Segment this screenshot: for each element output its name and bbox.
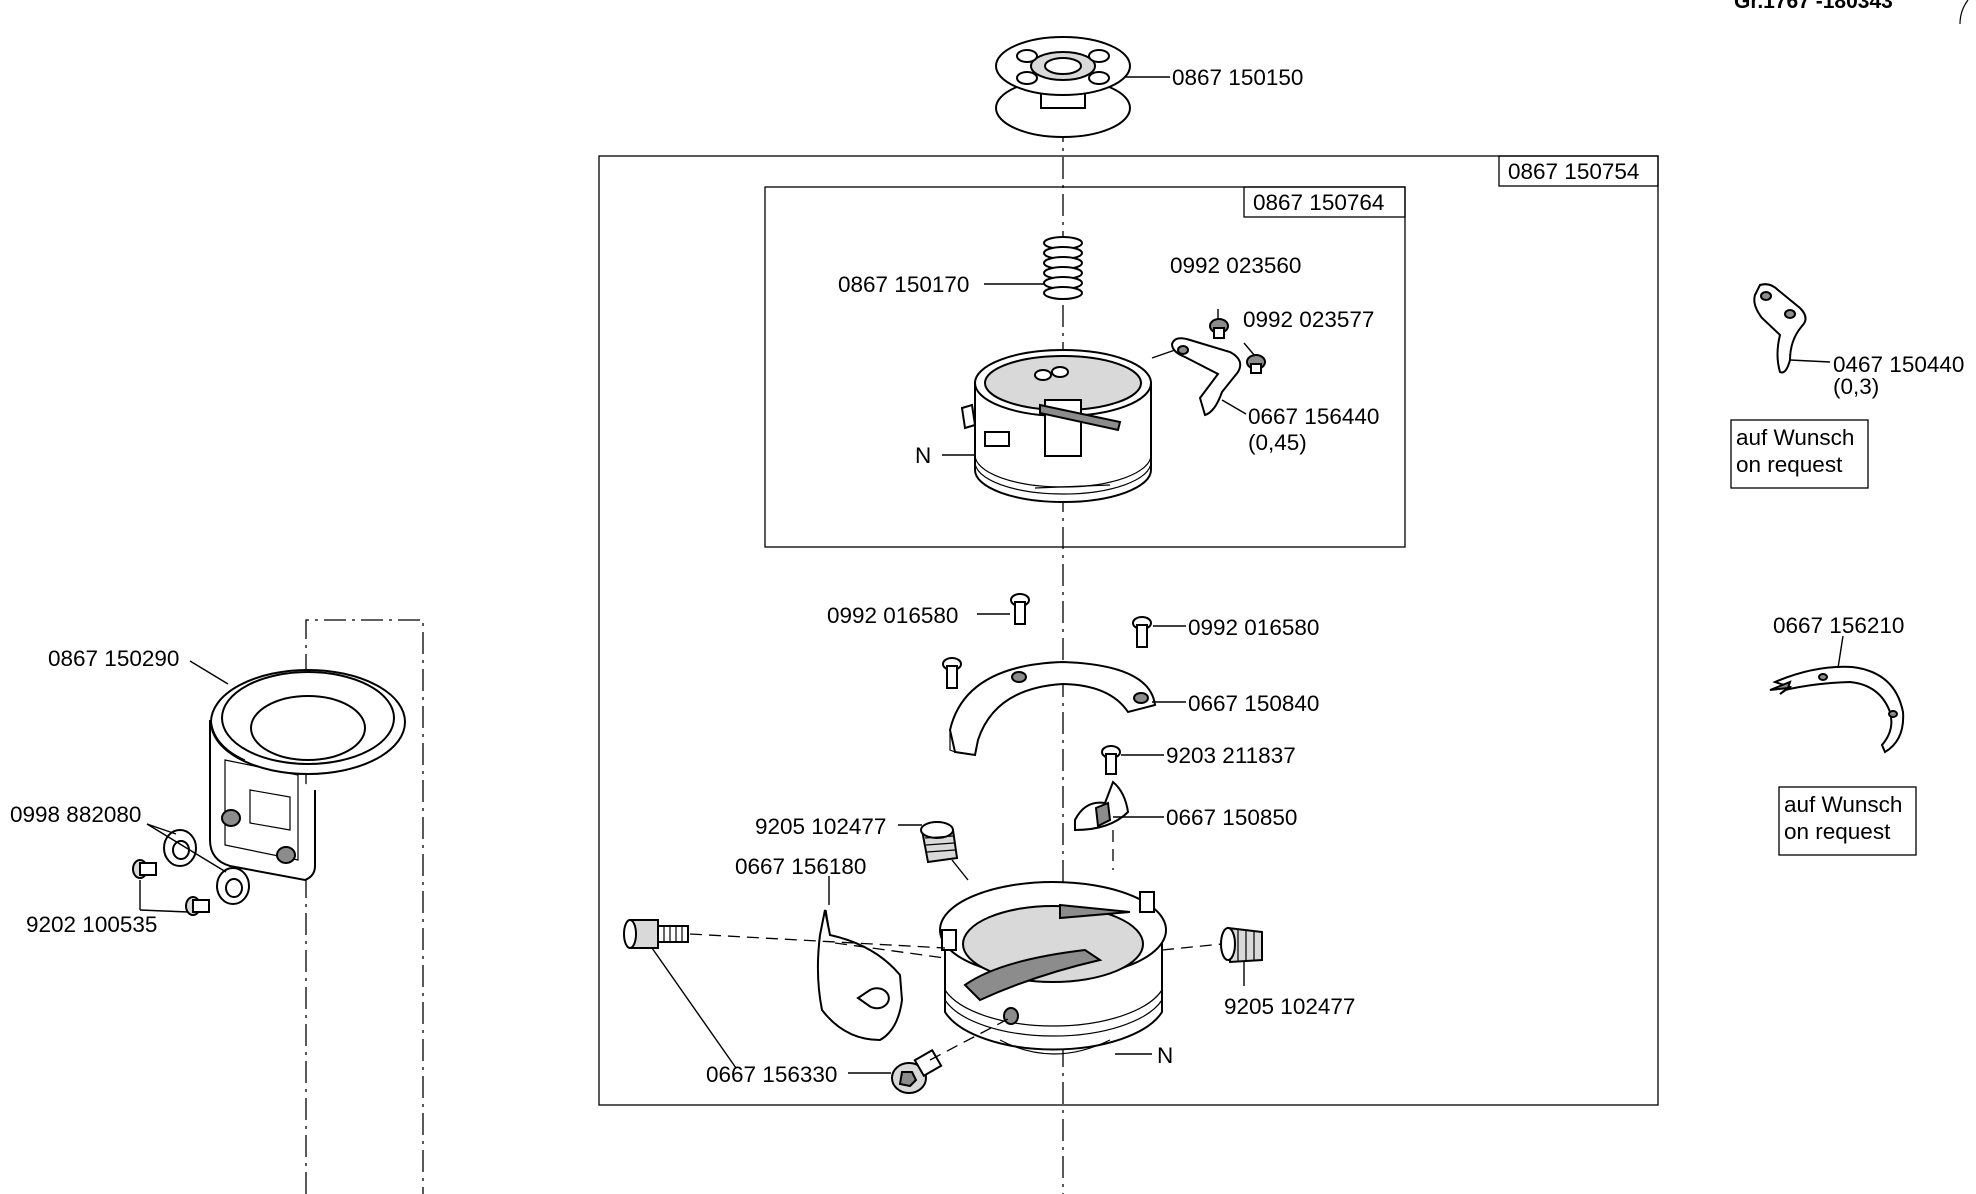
label-9205-102477-right: 9205 102477: [1224, 994, 1355, 1019]
subassembly-frame-150764: [764, 186, 1406, 548]
washer-part-b: [216, 867, 250, 905]
leader-023577: [1243, 342, 1256, 357]
bobbin-part: [995, 36, 1131, 138]
label-0667-156440: 0667 156440: [1248, 404, 1379, 429]
label-0992-023560: 0992 023560: [1170, 253, 1301, 278]
screw-016580-right: [1132, 616, 1152, 648]
screw-016580-left: [1010, 593, 1030, 625]
hook-guard-part: [816, 909, 904, 1042]
label-n-top: N: [915, 443, 931, 468]
screw-023577: [1246, 354, 1266, 374]
note-2-line-2: on request: [1784, 819, 1891, 844]
leader-150290: [189, 660, 229, 685]
leader-882080-a: [146, 823, 177, 835]
bobbin-case-part: [960, 349, 1152, 503]
label-0867-150764: 0867 150764: [1253, 190, 1384, 215]
label-9205-102477-top: 9205 102477: [755, 814, 886, 839]
label-9202-100535: 9202 100535: [26, 912, 157, 937]
set-screw-102477-right: [1220, 926, 1263, 964]
leader-102477-top-b: [951, 859, 969, 881]
leader-100535-b: [139, 909, 189, 913]
set-screw-102477-top: [920, 821, 959, 864]
label-0867-150150: 0867 150150: [1172, 65, 1303, 90]
label-0667-156440-size: (0,45): [1248, 430, 1307, 455]
label-0998-882080: 0998 882080: [10, 802, 141, 827]
label-0992-023577: 0992 023577: [1243, 307, 1374, 332]
washer-part-a: [163, 829, 197, 867]
retainer-ring-part: [948, 660, 1157, 757]
label-9203-211837: 9203 211837: [1166, 743, 1296, 768]
dash-cap-screw-bottom: [929, 1017, 1011, 1061]
screw-023560: [1209, 318, 1229, 339]
leader-to-latch: [1151, 349, 1176, 359]
label-0667-150850: 0667 150850: [1166, 805, 1297, 830]
ring-part-156210: [1769, 665, 1905, 754]
leader-156210: [1837, 635, 1844, 669]
note-box-2: [1778, 786, 1917, 856]
label-0867-150170: 0867 150170: [838, 272, 969, 297]
spring-part-150440: [1753, 283, 1807, 374]
screw-part-a: [132, 859, 157, 879]
leader-150440: [1789, 359, 1831, 363]
label-0667-156330: 0667 156330: [706, 1062, 837, 1087]
left-axis: [305, 619, 424, 1194]
label-n-bottom: N: [1157, 1043, 1173, 1068]
leader-156330-a: [651, 947, 737, 1069]
label-0867-150290: 0867 150290: [48, 646, 179, 671]
label-0467-150440: 0467 150440: [1833, 352, 1964, 377]
label-0667-150840: 0667 150840: [1188, 691, 1319, 716]
label-0667-156210: 0667 156210: [1773, 613, 1904, 638]
screw-016580-left2: [942, 657, 962, 689]
dash-set-screw-right: [1161, 943, 1223, 951]
note-1-line-2: on request: [1736, 452, 1843, 477]
note-2-line-1: auf Wunsch: [1784, 792, 1902, 817]
label-0992-016580-left: 0992 016580: [827, 603, 958, 628]
screw-211837: [1101, 745, 1121, 775]
tension-spring-part: [1170, 337, 1242, 417]
assembly-frame-150754: [598, 155, 1659, 1106]
rotary-hook-body: [939, 881, 1167, 1055]
bracket-part-150290: [209, 669, 406, 882]
cap-screw-left: [623, 919, 689, 949]
note-1-line-1: auf Wunsch: [1736, 425, 1854, 450]
cap-screw-bottom: [891, 1048, 943, 1094]
leader-882080-b: [146, 823, 227, 873]
label-0992-016580-right: 0992 016580: [1188, 615, 1319, 640]
label-box-150764: [1243, 186, 1406, 218]
finger-part-150850: [1074, 780, 1130, 832]
label-box-150754: [1498, 155, 1659, 187]
dash-cap-screw-left: [689, 933, 946, 949]
seal-fragment: [1959, 0, 1969, 25]
leader-156440: [1221, 399, 1247, 415]
spring-part: [1043, 236, 1083, 300]
drawing-group-number: Gr.1767 -180343: [1734, 0, 1893, 13]
note-box-1: [1730, 419, 1869, 489]
label-0467-150440-size: (0,3): [1833, 374, 1879, 399]
label-0867-150754: 0867 150754: [1508, 159, 1639, 184]
screw-part-b: [185, 896, 210, 916]
label-0667-156180: 0667 156180: [735, 854, 866, 879]
